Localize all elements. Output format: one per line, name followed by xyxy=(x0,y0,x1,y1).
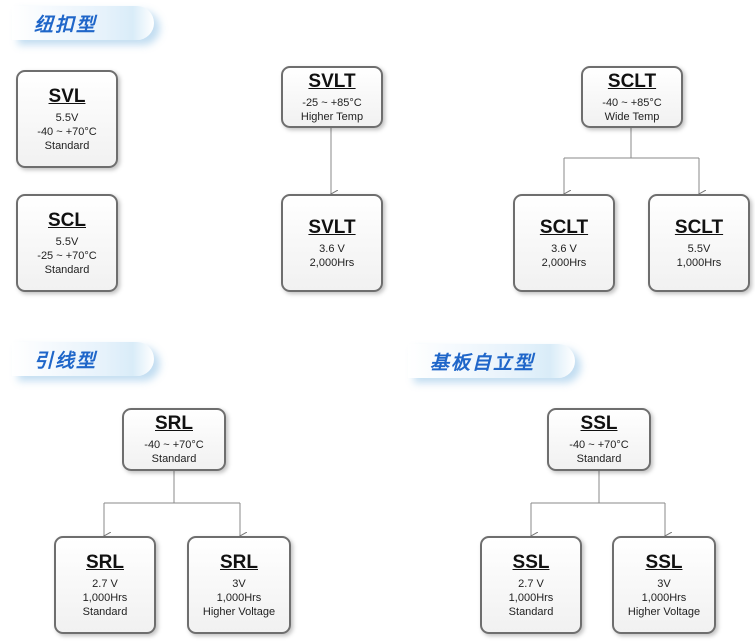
box-ssl-child-1-type: Standard xyxy=(508,605,554,618)
box-svl-voltage: 5.5V xyxy=(55,111,79,124)
box-sclt-top-type: Wide Temp xyxy=(604,110,660,123)
box-scl: SCL 5.5V -25 ~ +70°C Standard xyxy=(16,194,118,292)
box-svlt-child-name: SVLT xyxy=(308,216,356,238)
box-svl-name: SVL xyxy=(48,85,86,107)
box-srl-child-2-type: Higher Voltage xyxy=(202,605,276,618)
box-srl-child-1-type: Standard xyxy=(82,605,128,618)
box-ssl-child-1: SSL 2.7 V 1,000Hrs Standard xyxy=(480,536,582,634)
box-srl-child-1-name: SRL xyxy=(86,551,124,573)
box-ssl-child-2-type: Higher Voltage xyxy=(627,605,701,618)
box-svl-type: Standard xyxy=(44,139,90,152)
box-srl-top-name: SRL xyxy=(155,413,193,434)
box-ssl-child-1-hours: 1,000Hrs xyxy=(508,591,554,604)
section-title-lead-type: 引线型 xyxy=(12,342,154,376)
box-ssl-child-1-name: SSL xyxy=(512,551,550,573)
box-ssl-top-name: SSL xyxy=(580,413,618,434)
box-ssl-top-type: Standard xyxy=(576,453,622,465)
box-sclt-child-1-voltage: 3.6 V xyxy=(551,242,577,255)
box-sclt-top-name: SCLT xyxy=(607,70,657,92)
box-sclt-child-1: SCLT 3.6 V 2,000Hrs xyxy=(513,194,615,292)
box-srl-child-1: SRL 2.7 V 1,000Hrs Standard xyxy=(54,536,156,634)
box-sclt-child-1-hours: 2,000Hrs xyxy=(541,256,587,269)
section-title-board-type: 基板自立型 xyxy=(408,344,575,378)
box-srl-child-2-hours: 1,000Hrs xyxy=(216,591,262,604)
box-svlt-top-temp: -25 ~ +85°C xyxy=(302,96,362,109)
box-srl-child-1-hours: 1,000Hrs xyxy=(82,591,128,604)
box-srl-child-2-voltage: 3V xyxy=(232,577,246,590)
box-sclt-child-2: SCLT 5.5V 1,000Hrs xyxy=(648,194,750,292)
box-svlt-top-type: Higher Temp xyxy=(300,110,364,123)
box-sclt-top-temp: -40 ~ +85°C xyxy=(602,96,662,109)
box-svlt-child: SVLT 3.6 V 2,000Hrs xyxy=(281,194,383,292)
box-sclt-top: SCLT -40 ~ +85°C Wide Temp xyxy=(581,66,683,128)
box-srl-top-type: Standard xyxy=(151,453,197,465)
box-scl-type: Standard xyxy=(44,263,90,276)
box-ssl-child-2-voltage: 3V xyxy=(657,577,671,590)
box-ssl-child-1-voltage: 2.7 V xyxy=(518,577,544,590)
box-svlt-child-hours: 2,000Hrs xyxy=(309,256,355,269)
section-title-button-type: 纽扣型 xyxy=(12,6,154,40)
box-sclt-child-1-name: SCLT xyxy=(539,216,589,238)
box-svlt-top: SVLT -25 ~ +85°C Higher Temp xyxy=(281,66,383,128)
box-ssl-child-2: SSL 3V 1,000Hrs Higher Voltage xyxy=(612,536,716,634)
box-ssl-child-2-name: SSL xyxy=(645,551,683,573)
box-scl-voltage: 5.5V xyxy=(55,235,79,248)
box-srl-child-1-voltage: 2.7 V xyxy=(92,577,118,590)
box-srl-child-2: SRL 3V 1,000Hrs Higher Voltage xyxy=(187,536,291,634)
box-sclt-child-2-hours: 1,000Hrs xyxy=(676,256,722,269)
box-scl-name: SCL xyxy=(48,209,86,231)
box-sclt-child-2-voltage: 5.5V xyxy=(687,242,711,255)
box-srl-top-temp: -40 ~ +70°C xyxy=(144,439,204,451)
box-svlt-child-voltage: 3.6 V xyxy=(319,242,345,255)
box-srl-top: SRL -40 ~ +70°C Standard xyxy=(122,408,226,471)
box-srl-child-2-name: SRL xyxy=(220,551,258,573)
box-svl: SVL 5.5V -40 ~ +70°C Standard xyxy=(16,70,118,168)
box-ssl-top: SSL -40 ~ +70°C Standard xyxy=(547,408,651,471)
box-svlt-top-name: SVLT xyxy=(308,70,356,92)
box-ssl-top-temp: -40 ~ +70°C xyxy=(569,439,629,451)
box-scl-temp: -25 ~ +70°C xyxy=(37,249,97,262)
box-svl-temp: -40 ~ +70°C xyxy=(37,125,97,138)
box-ssl-child-2-hours: 1,000Hrs xyxy=(641,591,687,604)
box-sclt-child-2-name: SCLT xyxy=(674,216,724,238)
